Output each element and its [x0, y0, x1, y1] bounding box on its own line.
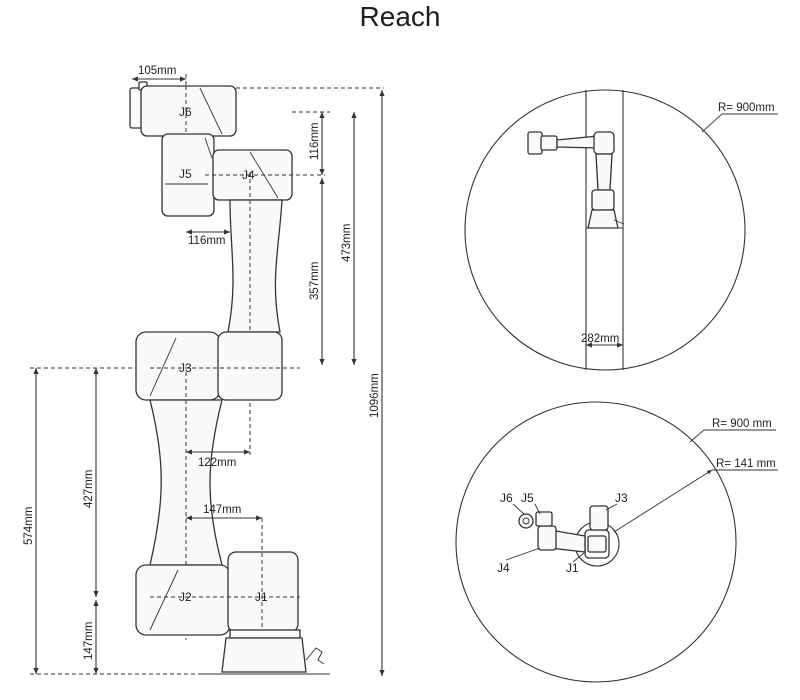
radius-900-label-top: R= 900mm — [718, 102, 775, 114]
dim-116-top-label: 116mm — [309, 123, 321, 161]
dim-357-label: 357mm — [309, 262, 321, 300]
j3-joint-cap — [217, 331, 283, 401]
top2-label-j5: J5 — [521, 491, 534, 505]
top2-label-j4: J4 — [497, 561, 510, 575]
label-j4: J4 — [242, 168, 255, 182]
top2-label-j3: J3 — [615, 491, 628, 505]
top2-label-j1: J1 — [566, 561, 579, 575]
top2-label-j6: J6 — [500, 491, 513, 505]
top-view-1 — [464, 89, 778, 371]
top-view-2 — [455, 401, 778, 683]
dim-116-label: 116mm — [188, 235, 226, 247]
page-title: Reach — [359, 1, 441, 32]
dim-282-label: 282mm — [581, 333, 619, 345]
dim-427-label: 427mm — [83, 470, 95, 508]
dim-147-v-label: 147mm — [83, 622, 95, 660]
dim-1096-label: 1096mm — [369, 373, 381, 418]
label-j3: J3 — [179, 361, 192, 375]
label-j1: J1 — [255, 590, 268, 604]
label-j2: J2 — [179, 590, 192, 604]
dim-105-label: 105mm — [138, 65, 176, 77]
forearm-link — [227, 199, 283, 333]
radius-141-label: R= 141 mm — [716, 458, 776, 470]
label-j5: J5 — [179, 167, 192, 181]
label-j6: J6 — [179, 105, 192, 119]
radius-900-label-bottom: R= 900 mm — [712, 418, 772, 430]
dim-122-label: 122mm — [198, 457, 236, 469]
j6-flange — [129, 87, 143, 129]
dim-147-h-label: 147mm — [203, 504, 241, 516]
base-foot — [221, 637, 307, 673]
reach-circle-900-top — [464, 89, 746, 371]
base-ring — [229, 629, 301, 639]
dim-574-label: 574mm — [23, 507, 35, 545]
j3-joint-body — [135, 331, 221, 401]
robot-side-view — [129, 81, 330, 675]
base-connector-icon — [305, 647, 325, 665]
reach-circle-900-bottom — [455, 401, 737, 683]
dim-473-label: 473mm — [341, 224, 353, 262]
